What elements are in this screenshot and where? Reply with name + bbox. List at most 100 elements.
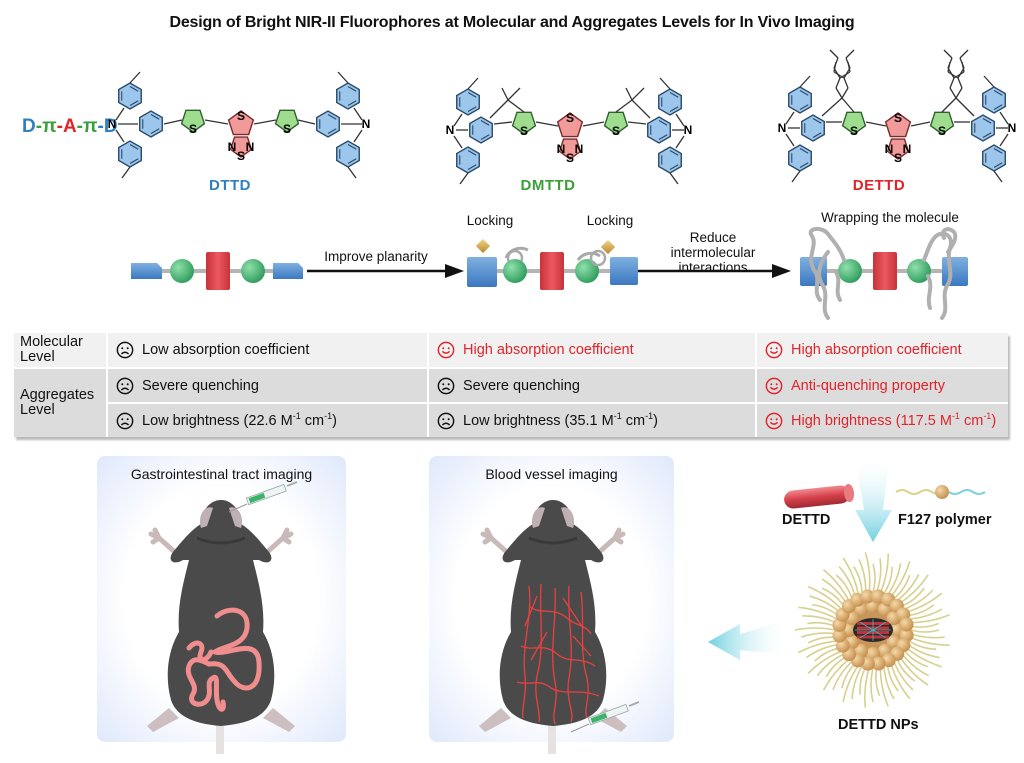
bond: [631, 99, 651, 119]
thiophene-ring: [929, 111, 955, 135]
bond: [993, 170, 1003, 183]
peg-chain: [904, 589, 934, 610]
ppo-bead: [832, 628, 847, 643]
peg-chain: [797, 640, 837, 654]
mouse-body: [147, 500, 295, 754]
dettd-nps-label: DETTD NPs: [838, 717, 919, 733]
step-locking-label-1: Locking: [466, 213, 514, 228]
table-cell-dttd-absorption: Low absorption coefficient: [108, 333, 427, 367]
brightness-suffix: ): [653, 412, 658, 429]
mouse-vessel-illustration: [479, 500, 640, 754]
mouse-hind-leg: [263, 708, 295, 732]
exponent: -1: [292, 410, 301, 421]
bond: [669, 172, 679, 185]
bond: [799, 75, 811, 88]
bond: [941, 97, 957, 113]
bond: [847, 61, 851, 73]
peg-chain: [825, 656, 847, 678]
thiophene-ring: [841, 111, 867, 135]
peg-chain: [823, 569, 850, 602]
acceptor-block: [873, 252, 897, 290]
peg-chain: [807, 621, 836, 628]
table-cell-dmttd-brightness: Low brightness (35.1 M-1 cm-1): [429, 404, 755, 437]
brightness-prefix: Low brightness (: [463, 412, 570, 429]
label-line: intermolecular: [670, 245, 756, 260]
sad-face-icon: [437, 412, 455, 429]
peg-chain: [807, 585, 842, 610]
bond: [953, 71, 965, 79]
cell-text: Low brightness (22.6 M-1 cm-1): [142, 410, 337, 428]
bond: [115, 107, 125, 121]
label-line: interactions: [678, 260, 748, 275]
exponent: -1: [951, 410, 960, 421]
pi-bridge-label: π: [42, 116, 57, 137]
mouse-tail: [548, 718, 556, 754]
nitrogen-atom: N: [228, 140, 237, 154]
bond: [910, 121, 931, 127]
fused-phenyl-ring: [801, 114, 825, 142]
peg-chain: [901, 653, 930, 677]
bond: [631, 87, 645, 101]
arrow-reduce-interactions: [638, 264, 791, 278]
peg-chain: [842, 557, 860, 596]
tolyl-ring: [336, 140, 360, 168]
thiophene-ring: [180, 109, 206, 133]
peg-chain: [906, 592, 943, 613]
sad-face-icon: [116, 377, 134, 394]
mouse-tail: [216, 718, 224, 754]
donor-label: D: [22, 116, 36, 137]
smiley-face-icon: [765, 341, 783, 359]
smiley-face-icon: [437, 341, 455, 359]
peg-chain: [906, 647, 943, 668]
vessel-imaging-title: Blood vessel imaging: [485, 466, 618, 482]
bond: [615, 99, 633, 113]
molecule-name-dmttd: DMTTD: [520, 177, 576, 194]
table-cell-dettd-quenching: Anti-quenching property: [757, 369, 1008, 402]
gi-tract-signal: [185, 607, 262, 712]
thienothiadiazole-core: [884, 112, 912, 138]
d-pi-a-pi-d-scheme: D-π-A-π-D: [22, 116, 118, 138]
gi-imaging-title: Gastrointestinal tract imaging: [130, 466, 313, 482]
sulfur-atom: S: [894, 151, 902, 165]
lock-bridge: [576, 251, 601, 261]
mouse-forepaw: [262, 527, 294, 557]
bond: [957, 77, 963, 89]
mouse-forepaw: [594, 527, 626, 557]
peg-chain: [893, 574, 911, 600]
bond: [115, 129, 125, 143]
peg-chain: [832, 661, 853, 691]
bond: [959, 49, 969, 59]
thiadiazole-ring: [229, 136, 253, 158]
brightness-value: 35.1: [569, 412, 598, 429]
bond: [943, 49, 953, 59]
brightness-value: 117.5: [900, 412, 936, 429]
bond: [841, 97, 855, 113]
ppo-bead: [899, 617, 914, 632]
mouse-forepaw: [148, 527, 180, 557]
bond: [163, 119, 183, 125]
thienothiadiazole-core: [227, 110, 255, 136]
bond: [833, 67, 841, 79]
bond: [675, 113, 685, 127]
thiophene-ring: [274, 109, 300, 133]
thiadiazole-ring: [886, 138, 910, 160]
peg-chain: [909, 636, 950, 647]
donor-block: [273, 263, 303, 279]
exponent: -1: [613, 410, 622, 421]
nitrogen-atom: N: [575, 142, 584, 156]
peg-chain: [851, 665, 863, 699]
sulfur-atom: S: [189, 122, 197, 136]
cell-text: Low brightness (35.1 M-1 cm-1): [463, 410, 658, 429]
tolyl-ring: [982, 86, 1006, 114]
bond: [501, 87, 509, 101]
brightness-unit1: M: [597, 412, 614, 429]
bond: [535, 121, 559, 127]
peg-chain: [875, 558, 882, 593]
nitrogen-atom: N: [446, 123, 455, 137]
bond: [204, 119, 229, 125]
bond: [507, 87, 521, 101]
label-line: Aggregates: [20, 387, 95, 403]
exponent: -1: [645, 410, 654, 421]
